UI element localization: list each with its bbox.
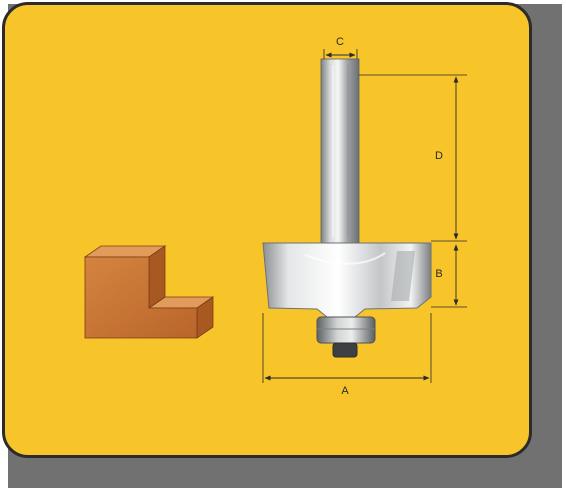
router-bit-diagram: C D B A (83, 36, 467, 397)
cutter-body (262, 242, 432, 318)
dimension-a: A (262, 313, 432, 397)
label-b: B (435, 268, 442, 280)
label-a: A (341, 385, 349, 397)
wood-profile (83, 245, 215, 339)
bearing (316, 316, 376, 358)
shank (320, 58, 360, 244)
label-d: D (435, 150, 443, 162)
dimension-d: D (359, 74, 467, 242)
product-card: C D B A (2, 2, 532, 458)
dimension-b: B (431, 244, 467, 308)
dimension-c: C (323, 36, 358, 59)
label-c: C (336, 36, 344, 48)
